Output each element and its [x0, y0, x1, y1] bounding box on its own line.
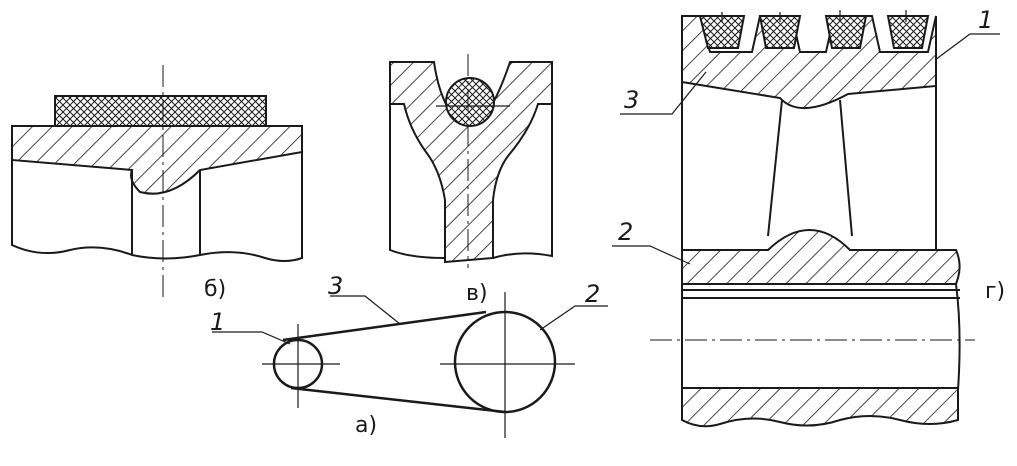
view-round-belt: в)	[389, 54, 553, 306]
vbelt-spokes	[767, 99, 853, 237]
callout-a-1: 1	[210, 308, 225, 336]
callout-a-3: 3	[328, 272, 343, 300]
leader-a-3	[330, 295, 401, 325]
view-vbelt-pulley: 3 1 2 г)	[612, 6, 1005, 428]
view-a-label: а)	[355, 413, 377, 438]
leader-a-2	[539, 305, 608, 331]
callout-g-1: 1	[978, 6, 993, 34]
vbelt-1	[698, 15, 746, 49]
view-b-label: б)	[204, 277, 226, 302]
callout-g-2: 2	[618, 218, 633, 246]
vbelt-2	[758, 15, 802, 49]
round-belt	[445, 77, 495, 127]
leader-g-1	[934, 33, 1000, 61]
leader-g-3	[620, 71, 707, 115]
vbelt-hub-lower	[681, 387, 959, 428]
callout-g-3: 3	[624, 86, 639, 114]
leader-g-2	[612, 245, 691, 265]
view-g-label: г)	[985, 279, 1005, 304]
flat-pulley-break	[11, 152, 303, 262]
vbelt-3	[824, 15, 868, 49]
vbelt-bore	[682, 289, 960, 299]
vbelt-4	[886, 15, 930, 49]
view-v-label: в)	[466, 281, 488, 306]
view-flat-belt: б)	[11, 65, 303, 302]
vbelt-bore-break	[955, 283, 961, 391]
drive-belt-upper	[282, 310, 487, 342]
vbelt-groove-ticks	[721, 10, 907, 22]
flat-belt	[54, 95, 267, 127]
callout-a-2: 2	[585, 280, 600, 308]
vbelt-hub	[681, 229, 961, 285]
flat-pulley-rim	[11, 125, 303, 195]
leader-a-1	[212, 331, 291, 345]
drive-axis-small	[262, 324, 340, 408]
round-pulley-bottom	[389, 104, 553, 259]
view-drive-scheme: 1 3 2 а)	[210, 272, 608, 438]
drive-axis-large	[440, 292, 575, 438]
drive-belt-lower	[290, 386, 506, 414]
flat-pulley-web	[131, 170, 201, 255]
